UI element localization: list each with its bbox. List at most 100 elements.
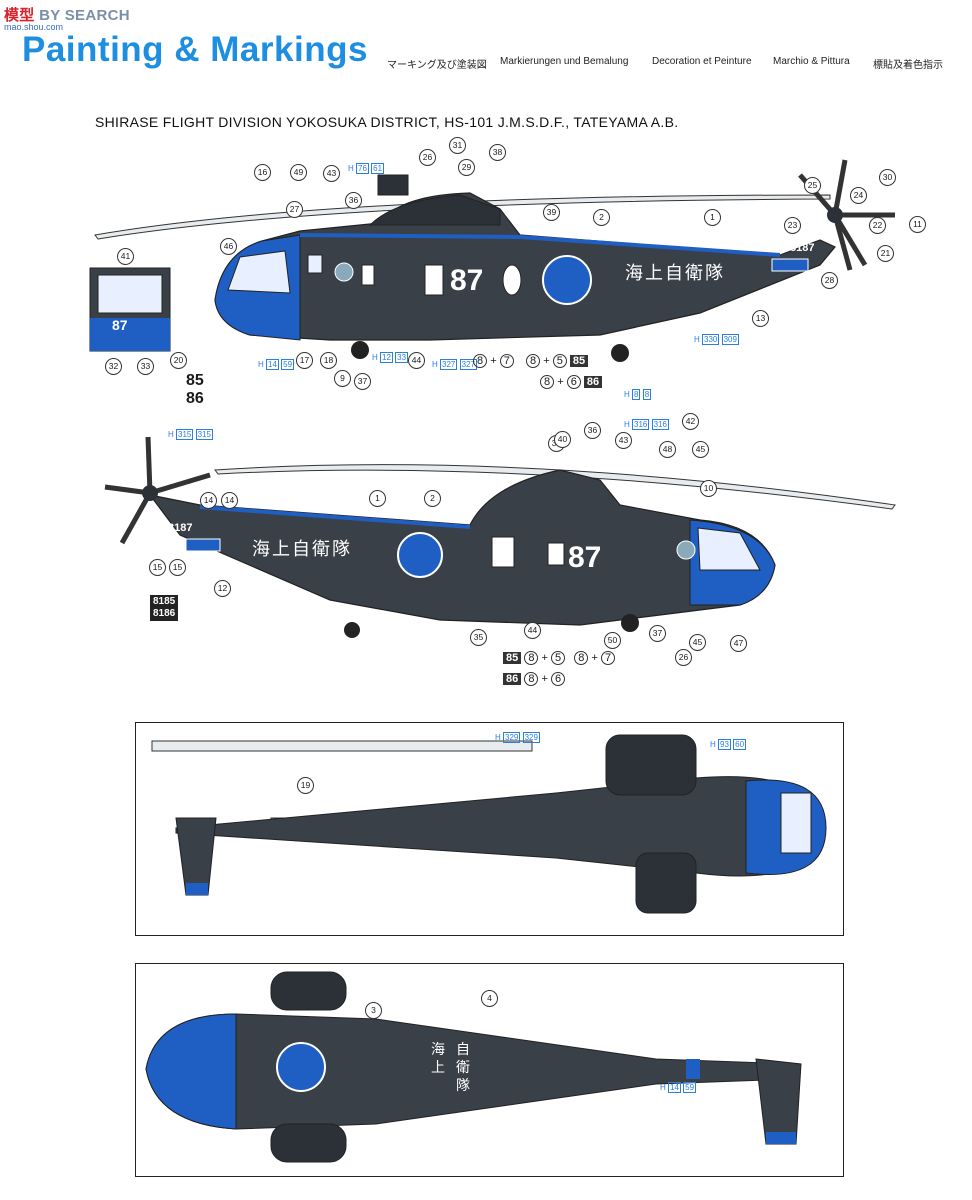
plan-view-top-drawing <box>151 734 827 914</box>
callout-number: 2 <box>593 209 610 226</box>
main-wheel <box>351 341 369 359</box>
hinomaru-underside <box>276 1042 326 1092</box>
cabin-window <box>491 536 515 568</box>
callout-number: 11 <box>909 216 926 233</box>
tail-code: 8187 <box>168 522 192 534</box>
callout-number: 36 <box>345 192 362 209</box>
underside-char-3: 自 <box>456 1041 470 1057</box>
callout-number: 14 <box>200 492 217 509</box>
paint-ref-value-b: 316 <box>651 419 669 430</box>
underside-char-4: 衛 <box>456 1059 470 1075</box>
tail-plane-underside <box>755 1058 802 1145</box>
callout-number: 14 <box>221 492 238 509</box>
callout-number: 26 <box>419 149 436 166</box>
paint-ref-value: 316 <box>632 419 650 430</box>
callout-number: 40 <box>554 431 571 448</box>
title-german: Markierungen und Bemalung <box>500 56 629 67</box>
paint-ref-value: 327 <box>440 359 458 370</box>
paint-ref-h-top: H 76 61 <box>348 163 385 174</box>
formula-part: 6 <box>566 375 581 389</box>
code-badge-86: 86 <box>503 673 522 685</box>
paint-ref-value-b: 60 <box>733 739 747 750</box>
formula-row-2: 8 + 6 86 <box>540 375 603 389</box>
hinomaru-roundel <box>397 532 443 578</box>
callout-number: 45 <box>692 441 709 458</box>
callout-number: 15 <box>169 559 186 576</box>
callout-number: 18 <box>320 352 337 369</box>
alt-code-86: 86 <box>186 390 204 407</box>
paint-ref-label: H <box>258 360 264 369</box>
callout-number: 37 <box>354 373 371 390</box>
paint-ref-label: H <box>624 420 630 429</box>
paint-ref-h-nose-plan: H 93 60 <box>710 739 747 750</box>
callout-number: 3 <box>365 1002 382 1019</box>
callout-number: 12 <box>214 580 231 597</box>
formula-part: 8 <box>473 354 488 368</box>
underside-char-5: 隊 <box>456 1077 470 1093</box>
formula-op: + <box>541 673 548 685</box>
float-bottom <box>270 1123 347 1163</box>
paint-ref-label: H <box>348 164 354 173</box>
callout-number: 37 <box>649 625 666 642</box>
callout-number: 42 <box>682 413 699 430</box>
paint-ref-label: H <box>372 353 378 362</box>
paint-ref-value-b: 33 <box>395 352 409 363</box>
paint-ref-h-nose: H 14 59 <box>258 359 295 370</box>
plan-view-top-panel <box>135 722 844 936</box>
callout-number: 43 <box>615 432 632 449</box>
float-top <box>270 971 347 1011</box>
callout-number: 23 <box>784 217 801 234</box>
callout-number: 1 <box>369 490 386 507</box>
canopy-window <box>227 250 291 294</box>
paint-ref-value: 8 <box>632 389 641 400</box>
callout-number: 16 <box>254 164 271 181</box>
alt-codes-inset: 85 86 <box>186 372 204 408</box>
code-badge-85: 85 <box>569 355 589 367</box>
callout-number: 15 <box>149 559 166 576</box>
scheme-subtitle: SHIRASE FLIGHT DIVISION YOKOSUKA DISTRIC… <box>95 114 679 130</box>
formula-op: + <box>591 652 598 664</box>
callout-number: 41 <box>117 248 134 265</box>
paint-ref-value: 12 <box>380 352 393 363</box>
formula-row-4: 86 8 + 6 <box>503 672 566 686</box>
fuselage-jmsdf-text: 海上自衛隊 <box>625 263 725 283</box>
paint-ref-value-b: 327 <box>459 359 477 370</box>
callout-number: 50 <box>604 632 621 649</box>
tail-panel <box>771 258 809 272</box>
formula-row-3: 85 8 + 5 8 + 7 <box>503 651 616 665</box>
callout-number: 22 <box>869 217 886 234</box>
alt-code-85: 85 <box>186 372 204 389</box>
paint-ref-value: 315 <box>176 429 194 440</box>
callout-number: 32 <box>105 358 122 375</box>
paint-ref-label: H <box>660 1083 666 1092</box>
callout-number: 9 <box>334 370 351 387</box>
plan-view-bottom-drawing: 海 上 自 衛 隊 <box>145 971 802 1163</box>
paint-ref-value: 93 <box>718 739 731 750</box>
side-view-left-drawing: 87 海上自衛隊 8187 87 <box>89 159 895 362</box>
alt-tail-code-8185: 8185 <box>153 596 176 607</box>
folded-blade <box>151 740 533 752</box>
callout-number: 43 <box>323 165 340 182</box>
side-view-right-drawing: 87 海上自衛隊 8187 <box>104 436 896 638</box>
paint-ref-value: 330 <box>702 334 720 345</box>
paint-ref-h-blade: H 329 329 <box>495 732 540 743</box>
watermark-url: mao.shou.com <box>4 22 64 32</box>
side-window <box>307 254 323 274</box>
callout-number: 48 <box>659 441 676 458</box>
hinomaru-roundel <box>542 255 592 305</box>
paint-ref-value-b: 309 <box>721 334 739 345</box>
cockpit-inset-blue <box>90 318 170 351</box>
callout-number: 10 <box>700 480 717 497</box>
callout-number: 31 <box>449 137 466 154</box>
alt-tail-codes: 8185 8186 <box>150 595 179 621</box>
paint-ref-value: 76 <box>356 163 369 174</box>
code-badge-86: 86 <box>583 376 603 388</box>
paint-ref-label: H <box>710 740 716 749</box>
paint-ref-h-underside: H 14 59 <box>660 1082 697 1093</box>
paint-ref-value-b: 315 <box>195 429 213 440</box>
fuselage-code: 87 <box>450 264 483 297</box>
callout-number: 47 <box>730 635 747 652</box>
tail-blue <box>766 1132 796 1144</box>
float-bottom <box>635 852 697 914</box>
emblem-badge <box>676 540 696 560</box>
